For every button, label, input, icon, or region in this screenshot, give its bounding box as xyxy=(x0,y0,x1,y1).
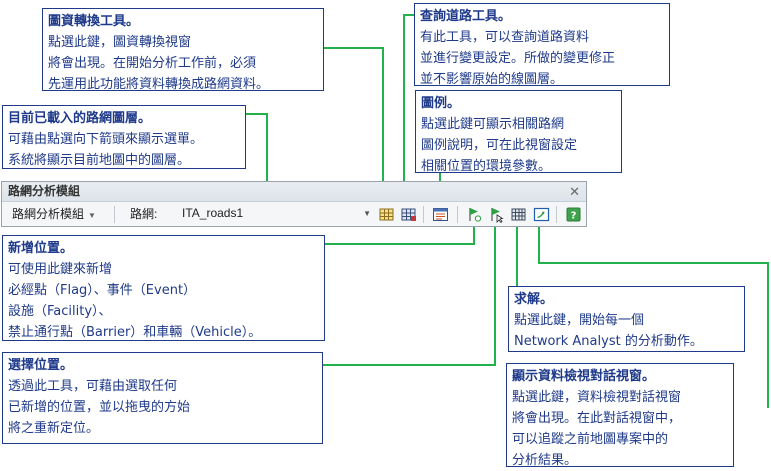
chevron-down-icon: ▼ xyxy=(88,211,96,220)
callout-line: 先運用此功能將資料轉換成路網資料。 xyxy=(48,77,270,92)
leader-query xyxy=(403,14,414,206)
chevron-down-icon[interactable]: ▼ xyxy=(363,209,371,218)
callout-line: 並進行變更設定。所做的變更修正 xyxy=(420,51,616,66)
solve-icon[interactable] xyxy=(510,206,527,223)
callout-title: 圖例。 xyxy=(421,96,461,111)
svg-text:?: ? xyxy=(571,211,577,222)
toolbar-separator xyxy=(423,206,424,223)
callout-line: 可藉由點選向下箭頭來顯示選單。 xyxy=(8,132,204,147)
callout-line: 圖例說明，可在此視窗設定 xyxy=(421,138,578,153)
callout-line: 可使用此鍵來新增 xyxy=(8,262,113,277)
callout-line: 透過此工具，可藉由選取任何 xyxy=(8,379,178,394)
callout-line: 點選此鍵，圖資轉換視窗 xyxy=(48,35,192,50)
callout-line: 有此工具，可以查詢道路資料 xyxy=(420,30,590,45)
callout-line: 並不影響原始的線圖層。 xyxy=(420,72,564,87)
leader-loaded xyxy=(245,113,268,206)
network-analyst-menu-label: 路網分析模組 xyxy=(12,207,85,221)
network-layer-value: ITA_roads1 xyxy=(182,206,244,220)
callout-line: 點選此鍵，開始每一個 xyxy=(514,313,645,328)
toolbar-separator xyxy=(457,206,458,223)
callout-title: 顯示資料檢視對話視窗。 xyxy=(512,369,656,384)
network-analyst-toolbar: 路網分析模組 ✕ 路網分析模組▼ 路網: ITA_roads1 ▼ xyxy=(1,181,587,227)
toolbar-separator xyxy=(556,206,557,223)
callout-select-location: 選擇位置。 透過此工具，可藉由選取任何 已新增的位置，並以拖曳的方始 將之重新定… xyxy=(2,352,323,444)
callout-line: 點選此鍵，資料檢視對話視窗 xyxy=(512,390,682,405)
callout-loaded-layer: 目前已載入的路網圖層。 可藉由點選向下箭頭來顯示選單。 系統將顯示目前地圖中的圖… xyxy=(2,105,246,169)
callout-legend: 圖例。 點選此鍵可顯示相關路網 圖例說明，可在此視窗設定 相關位置的環境參數。 xyxy=(415,90,622,174)
callout-line: 將會出現。在此對話視窗中， xyxy=(512,411,682,426)
leader-add xyxy=(290,224,475,245)
callout-title: 查詢道路工具。 xyxy=(420,9,512,24)
select-location-icon[interactable] xyxy=(488,206,505,224)
create-location-icon[interactable] xyxy=(466,206,483,223)
callout-title: 新增位置。 xyxy=(8,241,74,256)
callout-title: 圖資轉換工具。 xyxy=(48,14,140,29)
callout-line: Network Analyst 的分析動作。 xyxy=(514,334,703,349)
network-analyst-menu[interactable]: 路網分析模組▼ xyxy=(12,206,96,224)
directions-window-icon[interactable] xyxy=(432,206,449,223)
callout-show-data-window: 顯示資料檢視對話視窗。 點選此鍵，資料檢視對話視窗 將會出現。在此對話視窗中， … xyxy=(506,363,734,468)
callout-line: 相關位置的環境參數。 xyxy=(421,159,552,174)
toolbar-separator xyxy=(114,206,115,223)
callout-line: 已新增的位置，並以拖曳的方始 xyxy=(8,400,191,415)
callout-add-location: 新增位置。 可使用此鍵來新增 必經點（Flag）、事件（Event） 設施（Fa… xyxy=(2,235,325,341)
callout-line: 設施（Facility）、 xyxy=(8,304,112,319)
callout-title: 求解。 xyxy=(514,292,554,307)
callout-line: 將會出現。在開始分析工作前，必須 xyxy=(48,56,257,71)
callout-line: 分析結果。 xyxy=(512,453,578,468)
network-identify-icon[interactable] xyxy=(400,206,417,223)
callout-convert-tool: 圖資轉換工具。 點選此鍵，圖資轉換視窗 將會出現。在開始分析工作前，必須 先運用… xyxy=(42,8,324,92)
callout-solve: 求解。 點選此鍵，開始每一個 Network Analyst 的分析動作。 xyxy=(508,286,745,352)
callout-line: 必經點（Flag）、事件（Event） xyxy=(8,283,197,298)
leader-select xyxy=(322,224,496,366)
callout-line: 將之重新定位。 xyxy=(8,421,100,436)
callout-query-road-tool: 查詢道路工具。 有此工具，可以查詢道路資料 並進行變更設定。所做的變更修正 並不… xyxy=(414,3,670,87)
close-icon[interactable]: ✕ xyxy=(569,184,580,199)
callout-title: 目前已載入的路網圖層。 xyxy=(8,111,152,126)
toolbar-body: 路網分析模組▼ 路網: ITA_roads1 ▼ xyxy=(2,202,586,227)
toolbar-title: 路網分析模組 xyxy=(2,182,586,202)
network-dataset-icon[interactable] xyxy=(378,206,395,223)
build-icon[interactable]: ? xyxy=(565,206,582,223)
callout-line: 點選此鍵可顯示相關路網 xyxy=(421,117,565,132)
leader-show xyxy=(538,224,769,408)
callout-title: 選擇位置。 xyxy=(8,358,74,373)
callout-line: 禁止通行點（Barrier）和車輛（Vehicle）。 xyxy=(8,325,262,340)
network-layer-select[interactable]: ITA_roads1 ▼ xyxy=(174,205,374,223)
leader-convert xyxy=(323,47,384,206)
network-label: 路網: xyxy=(130,207,158,221)
callout-line: 系統將顯示目前地圖中的圖層。 xyxy=(8,153,191,168)
callout-line: 可以追蹤之前地圖專案中的 xyxy=(512,432,669,447)
show-window-icon[interactable] xyxy=(533,206,550,223)
